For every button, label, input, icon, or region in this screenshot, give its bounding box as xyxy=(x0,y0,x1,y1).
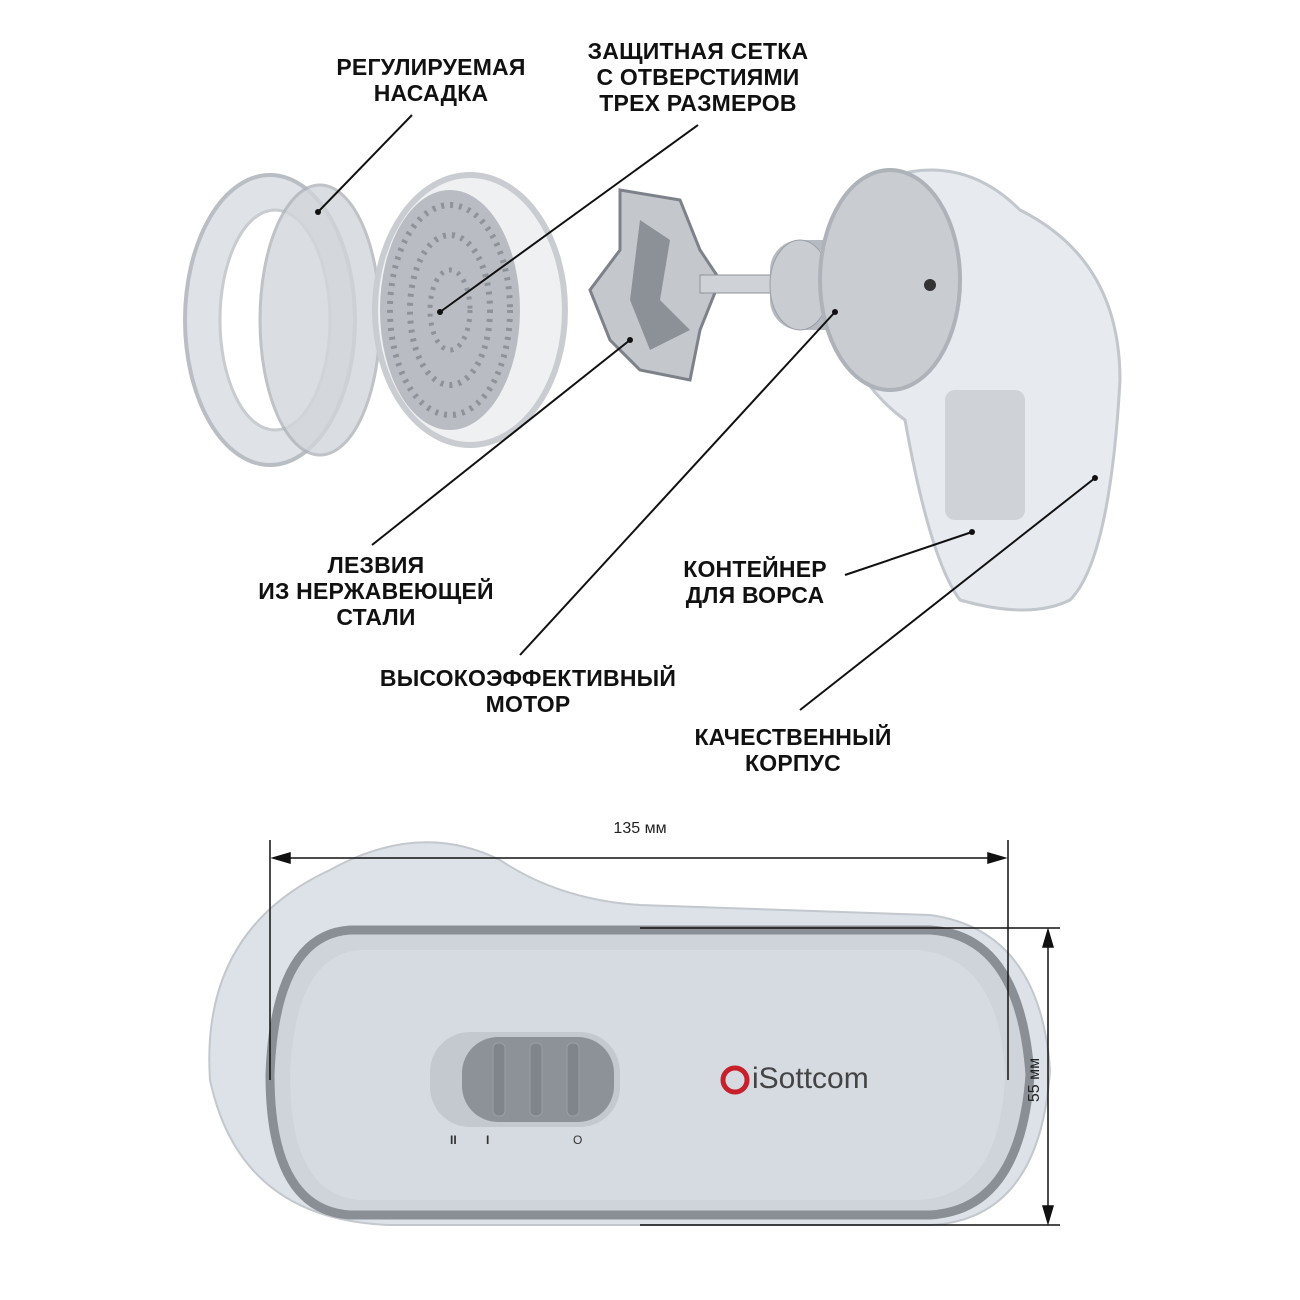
callout-motor: ВЫСОКОЭФФЕКТИВНЫЙ МОТОР xyxy=(380,665,676,717)
width-dimension: 135 мм xyxy=(613,820,667,837)
protective-mesh xyxy=(372,172,568,448)
callout-line: ИЗ НЕРЖАВЕЮЩЕЙ xyxy=(258,578,494,604)
callout-line: С ОТВЕРСТИЯМИ xyxy=(596,64,800,90)
callout-blades: ЛЕЗВИЯ ИЗ НЕРЖАВЕЮЩЕЙ СТАЛИ xyxy=(258,552,494,630)
callout-line: ЛЕЗВИЯ xyxy=(327,552,425,578)
callout-adjustable-nozzle: РЕГУЛИРУЕМАЯ НАСАДКА xyxy=(336,54,525,106)
callout-body: КАЧЕСТВЕННЫЙ КОРПУС xyxy=(694,724,891,776)
leader-lines xyxy=(317,114,1096,711)
adjustable-nozzle xyxy=(183,173,382,467)
switch-mark-off: O xyxy=(573,1133,583,1147)
callout-line: ВЫСОКОЭФФЕКТИВНЫЙ xyxy=(379,665,677,691)
callout-protective-mesh: ЗАЩИТНАЯ СЕТКА С ОТВЕРСТИЯМИ ТРЕХ РАЗМЕР… xyxy=(588,38,809,116)
callout-line: ТРЕХ РАЗМЕРОВ xyxy=(599,90,797,116)
device-side-view xyxy=(208,840,1060,1226)
callout-line: ДЛЯ ВОРСА xyxy=(685,582,825,608)
brand-logo-icon xyxy=(720,1065,750,1095)
blades xyxy=(588,188,781,382)
callout-line: РЕГУЛИРУЕМАЯ xyxy=(336,54,526,80)
brand-name: iSottcom xyxy=(752,1062,869,1095)
callout-line: ЗАЩИТНАЯ СЕТКА xyxy=(587,38,809,64)
housing xyxy=(818,168,1122,612)
callout-line: КАЧЕСТВЕННЫЙ xyxy=(694,724,892,750)
height-dimension: 55 мм xyxy=(1026,1057,1043,1103)
callout-line: НАСАДКА xyxy=(373,80,489,106)
callout-line: КОНТЕЙНЕР xyxy=(683,556,827,582)
callout-line: МОТОР xyxy=(485,691,571,717)
switch-mark-low: I xyxy=(486,1133,490,1147)
callout-lint-container: КОНТЕЙНЕР ДЛЯ ВОРСА xyxy=(683,556,827,608)
switch-mark-high: II xyxy=(450,1133,457,1147)
callout-line: КОРПУС xyxy=(745,750,841,776)
callout-line: СТАЛИ xyxy=(336,604,416,630)
